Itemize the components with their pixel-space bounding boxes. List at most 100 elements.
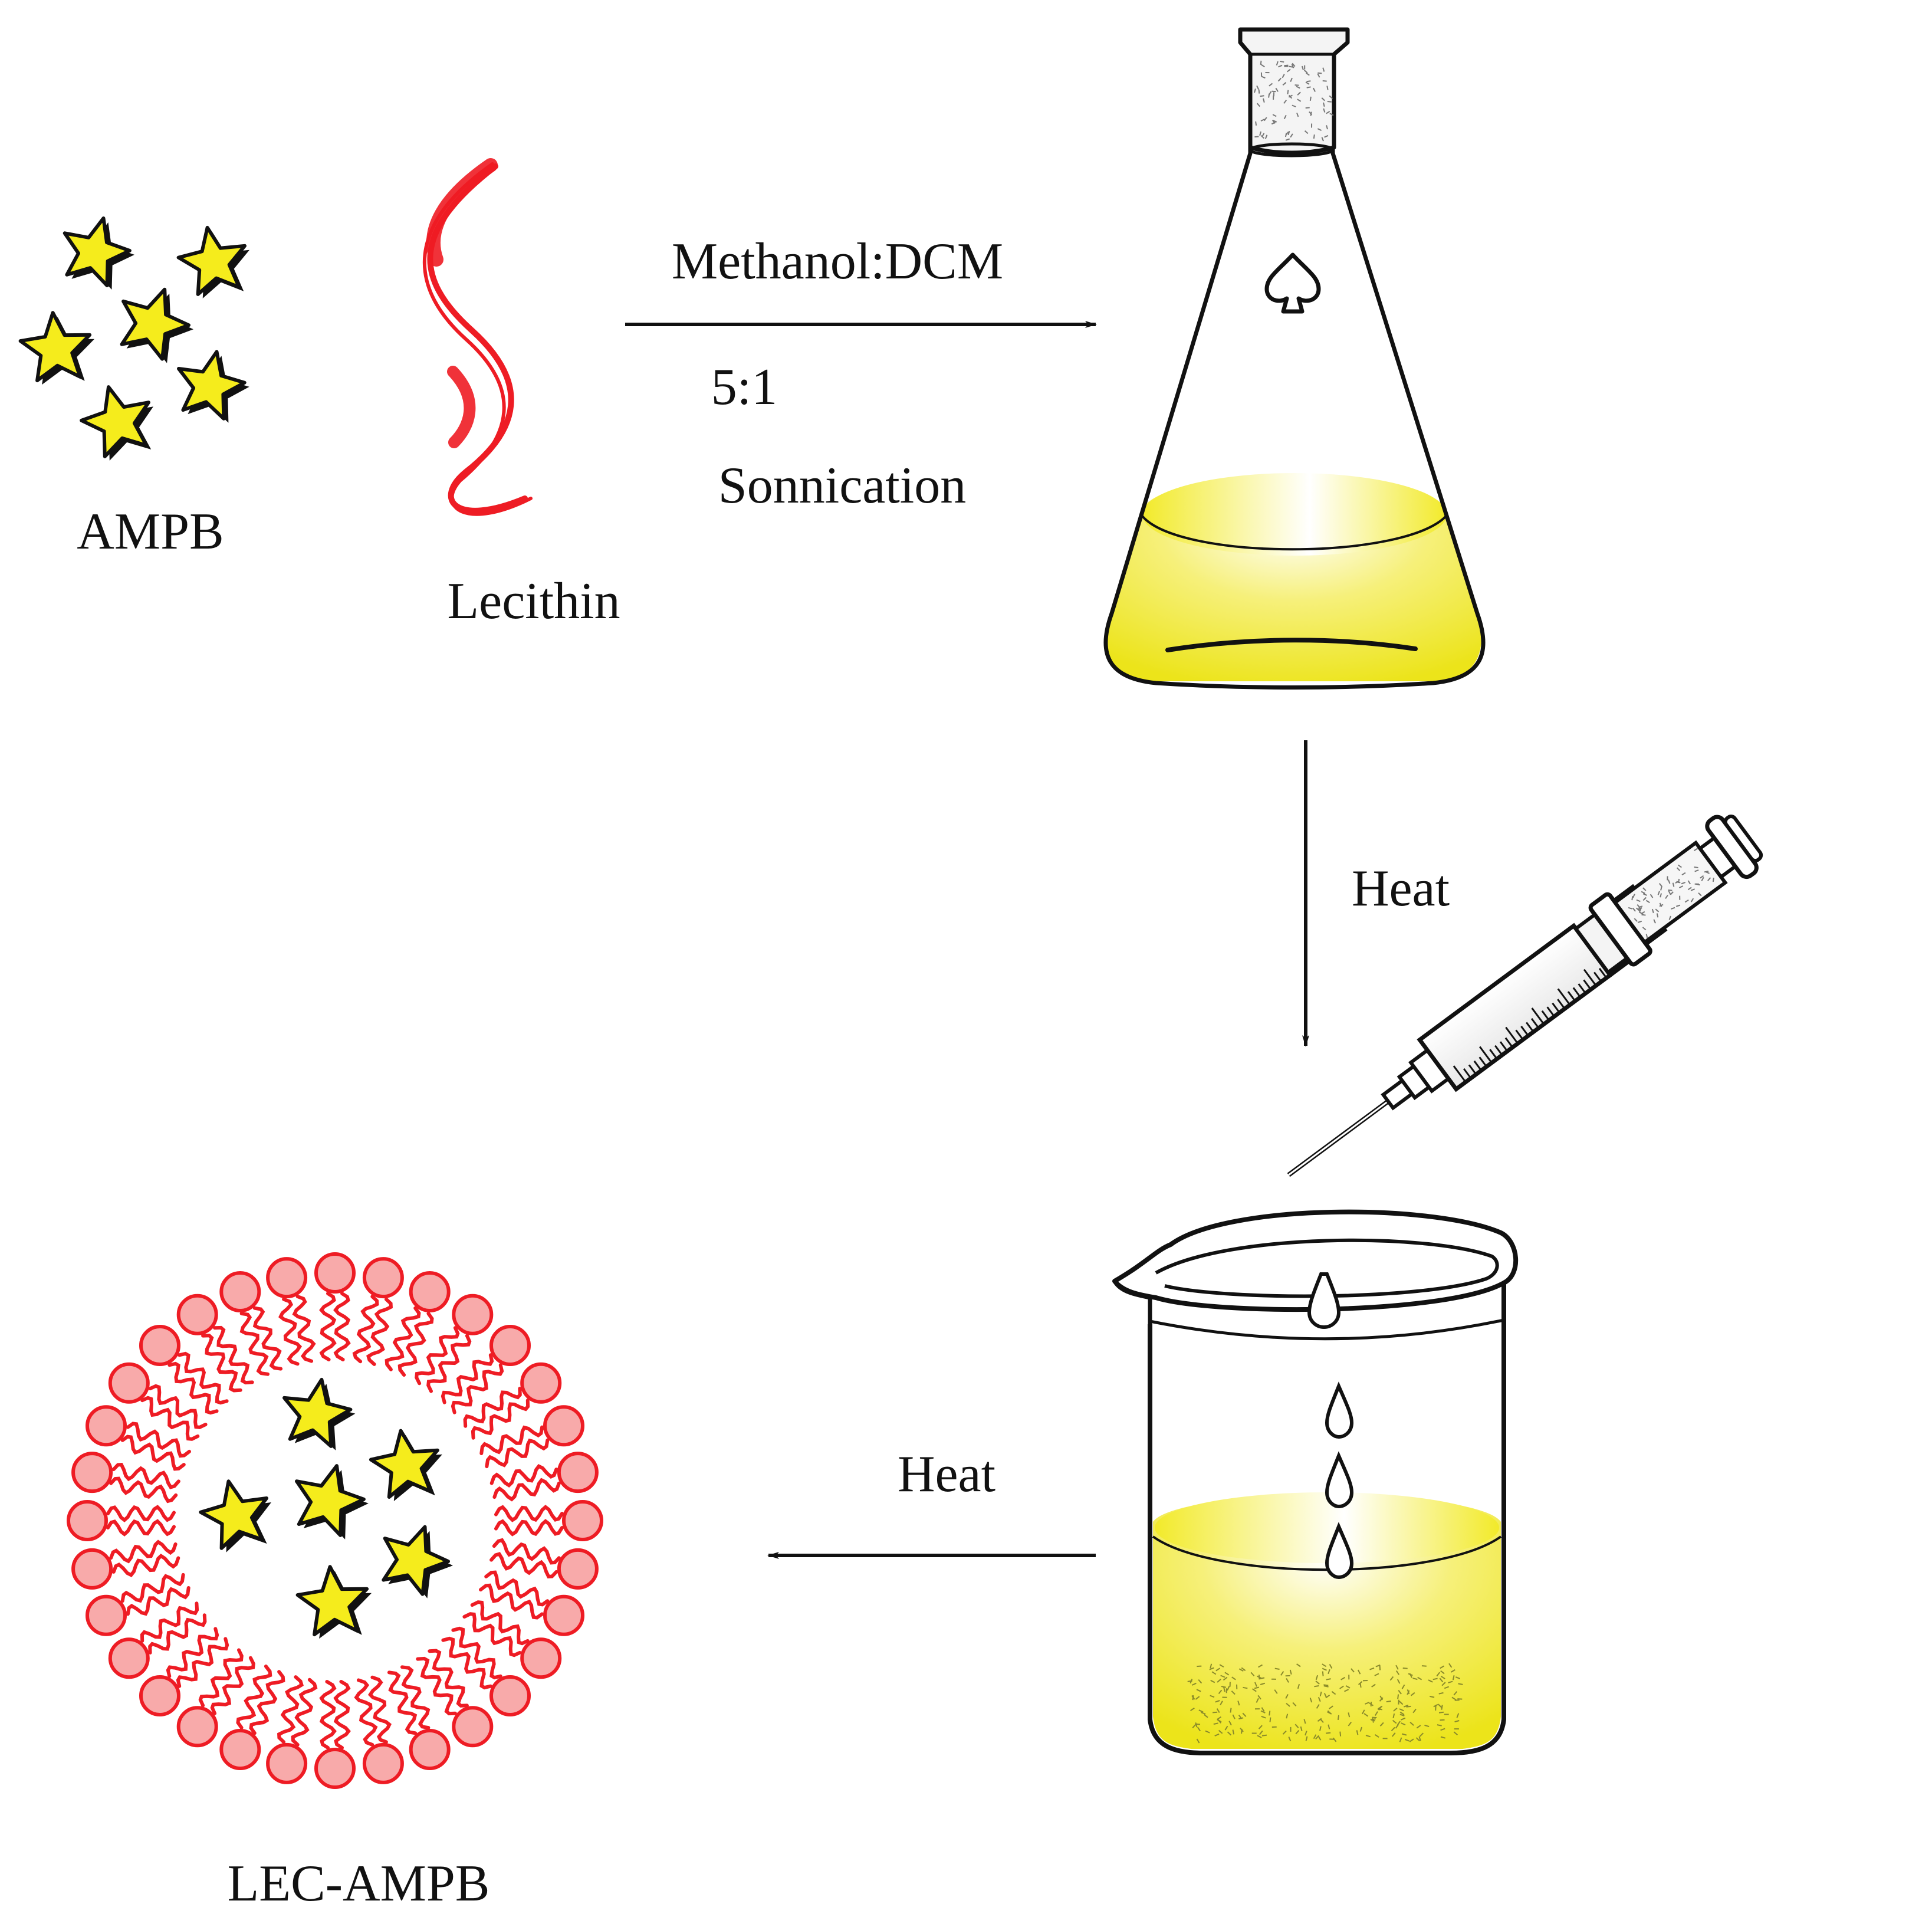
texture-speck [1286,1703,1290,1707]
texture-speck [1280,1671,1284,1676]
texture-speck [1260,1710,1266,1714]
texture-speck [1456,1713,1460,1718]
texture-speck [1679,895,1681,900]
droplet [1325,1522,1354,1580]
texture-speck [1301,65,1304,71]
texture-speck [1645,900,1650,904]
texture-speck [1254,1686,1260,1689]
lipid-tail [120,1573,185,1603]
texture-speck [1297,91,1301,96]
texture-speck [1191,1695,1195,1700]
texture-speck [1631,896,1634,901]
texture-speck [1252,1688,1257,1692]
texture-speck [1305,107,1310,109]
texture-speck [1687,880,1691,885]
texture-speck [1261,1707,1265,1712]
texture-speck [1395,1670,1400,1675]
texture-speck [1271,90,1276,93]
texture-speck [1319,1691,1322,1697]
lipid-tail [385,1306,421,1371]
texture-speck [1397,1721,1401,1726]
texture-speck [1275,87,1279,92]
texture-speck [1217,1716,1222,1720]
texture-speck [1641,914,1646,916]
texture-speck [1440,1665,1445,1669]
texture-speck [1358,1681,1363,1685]
lipid-tail [236,1665,272,1730]
texture-speck [1286,1678,1289,1683]
texture-speck [1326,111,1330,114]
ampb-star [295,1464,366,1537]
texture-speck [1362,1709,1365,1715]
lipid-tail [441,1353,494,1404]
lipid-tail [148,1613,207,1655]
texture-speck [1409,1738,1414,1742]
texture-speck [1260,119,1265,122]
product-label: LEC-AMPB [228,1855,490,1912]
syringe-tick [1520,1026,1529,1036]
texture-speck [1263,98,1265,103]
lipid-tail [319,1292,337,1361]
texture-speck [1399,1711,1405,1715]
texture-speck [1315,1675,1319,1680]
texture-speck [1286,1714,1289,1719]
syringe-tick [1453,1065,1467,1083]
texture-speck [1415,1737,1420,1742]
texture-speck [1327,1710,1332,1715]
lipid-tail [441,1636,492,1690]
texture-speck [1658,883,1662,887]
texture-speck [1641,911,1645,915]
texture-speck [1327,101,1332,103]
lipid-head [409,1271,451,1312]
texture-speck [1290,133,1293,138]
texture-speck [1256,103,1260,107]
texture-speck [1223,1676,1228,1681]
texture-speck [1232,1714,1236,1719]
texture-speck [1313,1734,1317,1739]
syringe [1287,815,1763,1177]
texture-speck [1372,1718,1374,1723]
texture-speck [1324,134,1329,138]
texture-speck [1290,77,1293,83]
texture-speck [1374,1711,1378,1716]
ampb-star [382,1525,450,1596]
beaker [1112,1209,1518,1755]
texture-speck [1454,1720,1460,1723]
texture-speck [1637,904,1641,908]
texture-speck [1286,68,1291,73]
texture-speck [1659,902,1662,907]
texture-speck [1326,1678,1331,1680]
lipid-tail [352,1295,379,1364]
texture-speck [1237,1701,1240,1706]
texture-speck [1694,848,1698,851]
texture-speck [1438,1711,1444,1714]
syringe-tick [1557,999,1566,1010]
texture-speck [1268,91,1272,96]
lipid-tail [492,1538,561,1565]
syringe-tick [1473,1060,1482,1071]
texture-speck [1322,1663,1327,1667]
syringe-tick [1531,1007,1545,1025]
texture-speck [1306,86,1311,88]
lipid-tail [278,1297,303,1366]
lipid-tail [484,1570,550,1607]
texture-speck [1217,1678,1221,1683]
lipid-tail [178,1351,229,1405]
texture-speck [1269,1717,1271,1722]
texture-speck [1198,1679,1202,1684]
texture-speck [1295,1730,1300,1735]
lipid-head [409,1729,451,1770]
texture-speck [1287,90,1289,94]
texture-speck [1313,87,1316,92]
texture-speck [1328,1669,1330,1675]
erlenmeyer-flask [1103,27,1486,690]
droplet [1325,1451,1354,1509]
texture-speck [1305,1731,1307,1736]
texture-speck [1659,904,1664,907]
lipid-tail [106,1505,176,1522]
texture-speck [1231,1676,1236,1680]
syringe-tick [1515,1029,1524,1040]
texture-speck [1694,869,1699,872]
texture-speck [1261,1734,1267,1737]
